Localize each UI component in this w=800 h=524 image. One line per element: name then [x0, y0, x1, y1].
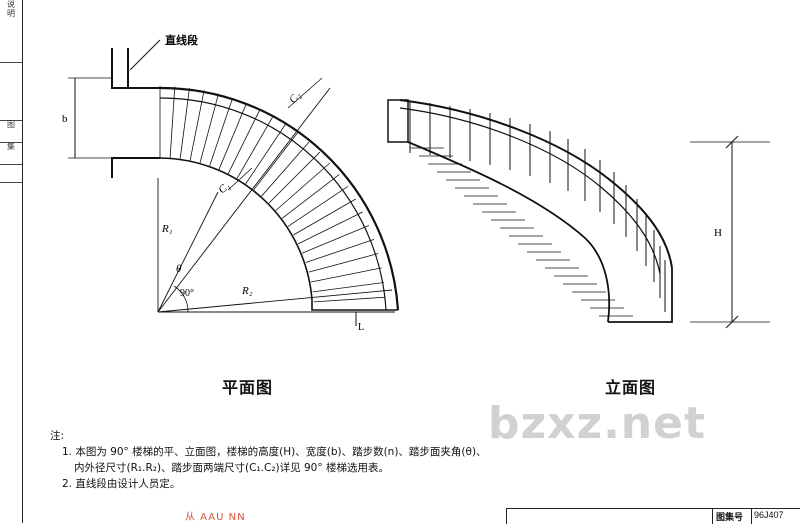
radius-line-c2 — [157, 87, 331, 313]
title-block-label: 图集号 — [716, 513, 744, 523]
title-block-divider — [751, 509, 752, 524]
watermark: bzxz.net — [488, 398, 707, 449]
angle-arc — [173, 285, 189, 313]
outer-stringer-inner — [159, 97, 387, 311]
plan-tread-line — [302, 225, 369, 254]
notes-block: 注: 1. 本图为 90° 楼梯的平、立面图，楼梯的高度(H)、宽度(b)、踏步… — [50, 428, 582, 492]
label-c2: C₂ — [287, 90, 303, 106]
title-block: 图集号 96J407 — [506, 508, 800, 524]
plan-tread-line — [275, 162, 331, 211]
plan-tread-line — [287, 186, 349, 227]
notes-heading: 注: — [50, 430, 65, 442]
label-angle: 90° — [180, 288, 194, 299]
elev-handrail-inner — [399, 107, 661, 275]
plan-tread-line — [236, 116, 274, 179]
side-cell: 说明 — [0, 0, 22, 63]
radius-line-c1 — [157, 191, 219, 313]
elevation-view — [387, 99, 770, 329]
dim-h-tick — [725, 315, 739, 329]
plan-tread-line — [209, 97, 233, 167]
dim-c2-line — [287, 77, 323, 109]
side-cell: 图 — [0, 120, 22, 143]
plan-tread-line — [169, 86, 176, 159]
plan-tread-line — [179, 87, 190, 160]
plan-tread-line — [189, 90, 205, 162]
plan-treads — [159, 86, 386, 313]
frame-side-strip: 说明 图 集 — [0, 0, 23, 523]
plan-tread-line — [253, 132, 298, 191]
label-c1: C₁ — [216, 180, 232, 196]
title-block-divider — [712, 509, 713, 524]
plan-tread-line — [308, 253, 379, 273]
plan-view — [68, 39, 400, 326]
straight-flight-leader — [129, 39, 161, 71]
stamp-text: 从 AAU NN — [185, 512, 246, 523]
plan-tread-line — [218, 103, 247, 170]
elevation-caption: 立面图 — [605, 378, 657, 397]
label-straight-flight: 直线段 — [165, 33, 198, 47]
label-r2: R₂ — [241, 285, 253, 297]
plan-tread-line — [313, 296, 386, 303]
elev-top-landing — [387, 99, 409, 143]
outer-stringer — [159, 86, 400, 311]
plan-caption: 平面图 — [222, 378, 274, 397]
inner-stringer — [159, 157, 313, 301]
plan-tread-line — [312, 282, 385, 293]
plan-landing-edge — [311, 300, 398, 311]
label-r1: R₁ — [161, 223, 173, 235]
plan-tread-line — [310, 267, 382, 283]
note-line: 1. 本图为 90° 楼梯的平、立面图，楼梯的高度(H)、宽度(b)、踏步数(n… — [62, 446, 487, 458]
plan-tread-line — [227, 109, 261, 175]
elev-balusters — [409, 101, 666, 312]
label-L: L — [358, 322, 364, 333]
side-cell: 集 — [0, 142, 22, 165]
dim-c1-line — [227, 167, 253, 191]
plan-tread-line — [293, 198, 356, 236]
note-line: 内外径尺寸(R₁.R₂)、踏步面两端尺寸(C₁.C₂)详见 90° 楼梯选用表。 — [74, 462, 389, 474]
note-line: 2. 直线段由设计人员定。 — [62, 478, 181, 490]
elev-lower-stringer — [407, 141, 611, 323]
plan-tread-line — [199, 93, 219, 164]
elev-handrail-outer — [399, 99, 673, 269]
plan-upper-wall — [111, 48, 129, 89]
plan-tread-line — [261, 141, 310, 197]
plan-tread-line — [281, 174, 340, 219]
side-cell — [0, 62, 22, 121]
plan-tread-line — [305, 239, 375, 263]
label-b: b — [62, 113, 68, 125]
elev-steps — [410, 147, 633, 317]
title-block-value: 96J407 — [754, 510, 784, 520]
plan-tread-line — [268, 151, 321, 204]
plan-lower-wall — [111, 157, 160, 178]
side-cell — [0, 164, 22, 183]
label-H: H — [714, 227, 722, 239]
label-theta: θ — [176, 263, 182, 275]
dim-h-tick — [725, 135, 739, 149]
plan-tread-line — [297, 211, 363, 245]
elev-bottom-flight — [608, 268, 673, 323]
radius-line-r2 — [157, 289, 393, 313]
plan-tread-line — [245, 123, 286, 185]
